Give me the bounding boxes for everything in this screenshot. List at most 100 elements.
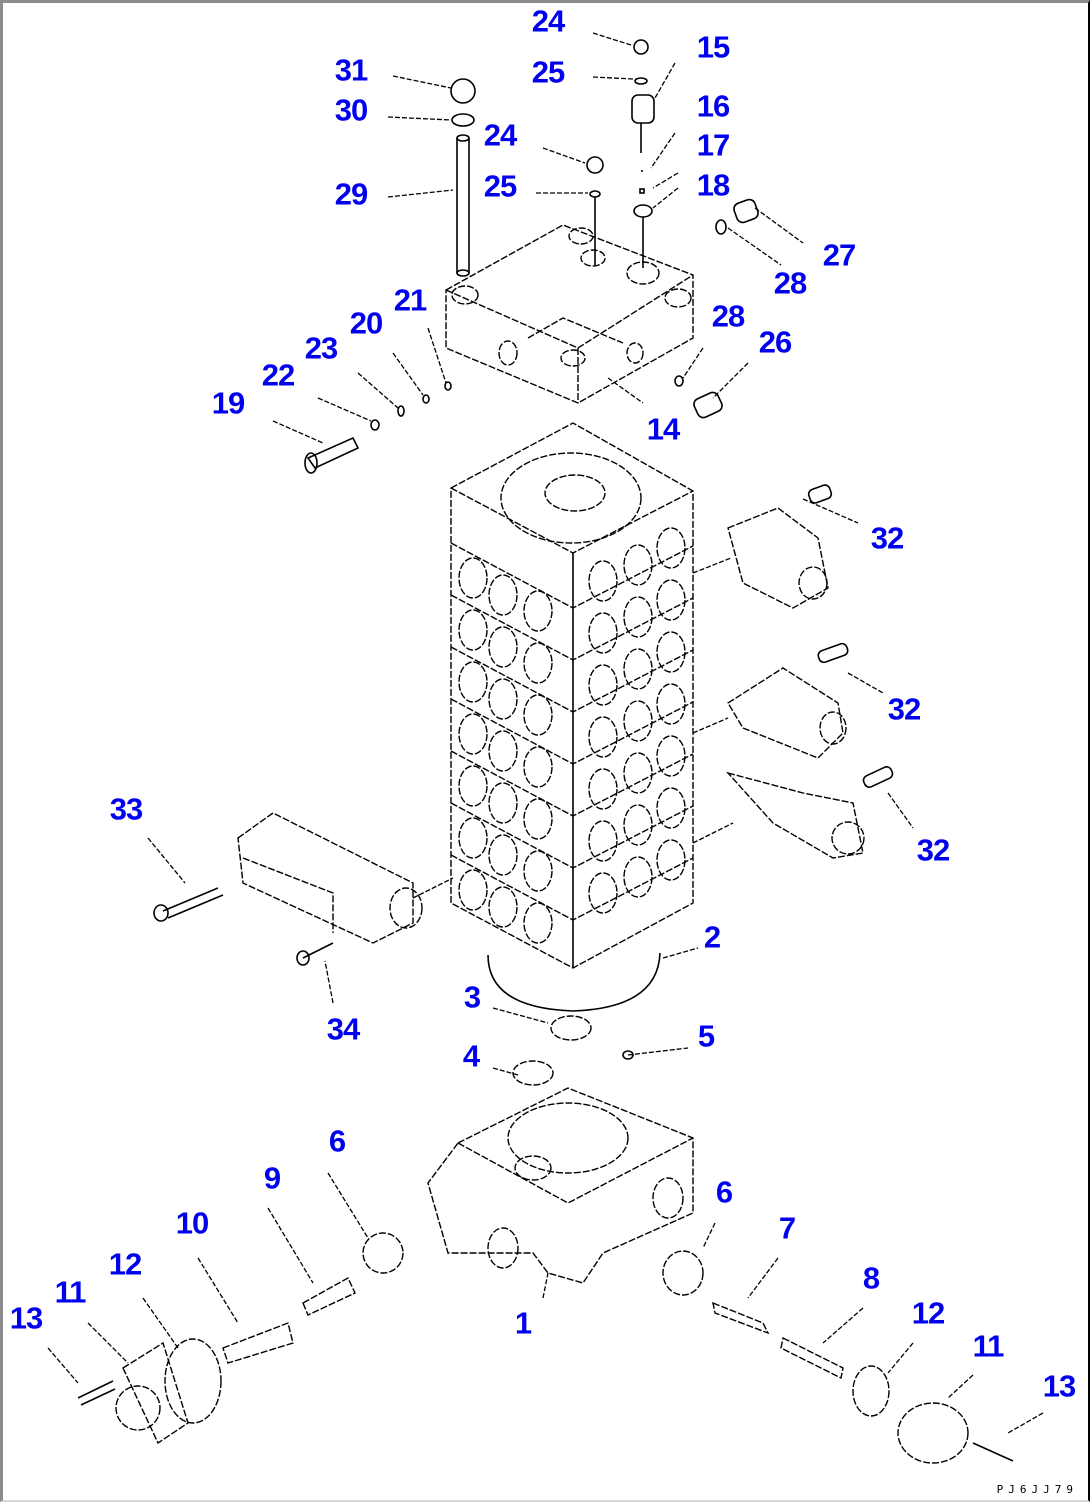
callout-13-b: 13 <box>1042 1368 1076 1404</box>
callout-12-b: 12 <box>911 1295 945 1331</box>
leader-lines <box>47 32 1044 1434</box>
port-hole <box>656 787 686 829</box>
port-hole <box>458 765 488 807</box>
port-hole <box>488 730 518 772</box>
port-hole <box>656 579 686 621</box>
section-seam <box>450 542 694 609</box>
port-hole <box>458 609 488 651</box>
port-hole <box>588 820 618 862</box>
port-hole <box>656 839 686 881</box>
section-seam <box>450 750 694 817</box>
callout-11-b: 11 <box>972 1328 1005 1364</box>
port-hole <box>656 735 686 777</box>
callout-6-b: 6 <box>715 1174 733 1210</box>
port-hole <box>623 752 653 794</box>
callout-9: 9 <box>263 1160 281 1196</box>
section-seam <box>450 854 694 921</box>
callout-1: 1 <box>514 1305 532 1341</box>
callout-19: 19 <box>211 385 245 421</box>
callout-7: 7 <box>778 1210 796 1246</box>
port-hole <box>656 631 686 673</box>
callout-3: 3 <box>463 979 481 1015</box>
callout-25: 25 <box>531 54 565 90</box>
callout-30: 30 <box>334 92 368 128</box>
port-hole <box>656 683 686 725</box>
diagram-artwork <box>47 32 1044 1464</box>
port-hole <box>623 804 653 846</box>
port-hole <box>523 590 553 632</box>
port-hole <box>488 626 518 668</box>
callout-10: 10 <box>175 1205 209 1241</box>
callout-32-b: 32 <box>887 691 921 727</box>
drawing-code: PJ6JJ79 <box>996 1483 1078 1496</box>
section-seam <box>450 594 694 661</box>
port-hole <box>523 850 553 892</box>
callout-5: 5 <box>697 1018 715 1054</box>
callout-16: 16 <box>696 88 730 124</box>
port-hole <box>656 527 686 569</box>
port-hole <box>523 746 553 788</box>
right-valve-modules <box>692 484 894 859</box>
callout-11: 11 <box>54 1274 87 1310</box>
port-hole <box>523 642 553 684</box>
port-hole <box>623 596 653 638</box>
section-seam <box>450 802 694 869</box>
left-valve-module <box>153 812 454 966</box>
upper-cover-block <box>445 224 694 404</box>
callout-6: 6 <box>328 1123 346 1159</box>
callout-24: 24 <box>531 3 565 39</box>
callout-20: 20 <box>349 305 383 341</box>
callout-25-b: 25 <box>483 168 517 204</box>
callout-15: 15 <box>696 29 730 65</box>
port-hole <box>458 557 488 599</box>
callout-26: 26 <box>758 324 792 360</box>
port-hole <box>488 834 518 876</box>
right-spool-parts <box>662 1250 1014 1464</box>
lower-valve-body <box>427 1087 694 1284</box>
callout-28: 28 <box>773 265 807 301</box>
callout-21: 21 <box>393 282 427 318</box>
port-hole <box>458 713 488 755</box>
callout-13: 13 <box>9 1300 43 1336</box>
port-hole <box>523 694 553 736</box>
callout-32-c: 32 <box>916 832 950 868</box>
left-spool-parts <box>77 1232 404 1445</box>
port-hole <box>588 768 618 810</box>
section-seam <box>450 646 694 713</box>
port-hole <box>623 856 653 898</box>
main-valve-stack <box>450 422 694 969</box>
port-hole <box>488 574 518 616</box>
callout-17: 17 <box>696 127 730 163</box>
callout-32: 32 <box>870 520 904 556</box>
top-small-parts <box>304 39 759 474</box>
callout-23: 23 <box>304 330 338 366</box>
port-hole <box>523 798 553 840</box>
callout-24-b: 24 <box>483 117 517 153</box>
port-hole <box>458 661 488 703</box>
section-seam <box>450 698 694 765</box>
port-hole <box>488 782 518 824</box>
port-hole <box>588 716 618 758</box>
callout-18: 18 <box>696 167 730 203</box>
port-hole <box>488 886 518 928</box>
port-hole <box>623 648 653 690</box>
callout-2: 2 <box>703 919 721 955</box>
seals <box>487 952 661 1086</box>
port-hole <box>588 560 618 602</box>
callout-12: 12 <box>108 1246 142 1282</box>
port-hole <box>488 678 518 720</box>
callout-33: 33 <box>109 791 143 827</box>
callout-27: 27 <box>822 237 856 273</box>
port-hole <box>623 700 653 742</box>
callout-29: 29 <box>334 176 368 212</box>
callout-4: 4 <box>462 1038 480 1074</box>
callout-34: 34 <box>326 1011 360 1047</box>
callout-22: 22 <box>261 357 295 393</box>
callout-31: 31 <box>334 52 368 88</box>
port-hole <box>588 872 618 914</box>
port-hole <box>458 817 488 859</box>
port-hole <box>588 612 618 654</box>
port-hole <box>623 544 653 586</box>
callout-8: 8 <box>862 1260 880 1296</box>
